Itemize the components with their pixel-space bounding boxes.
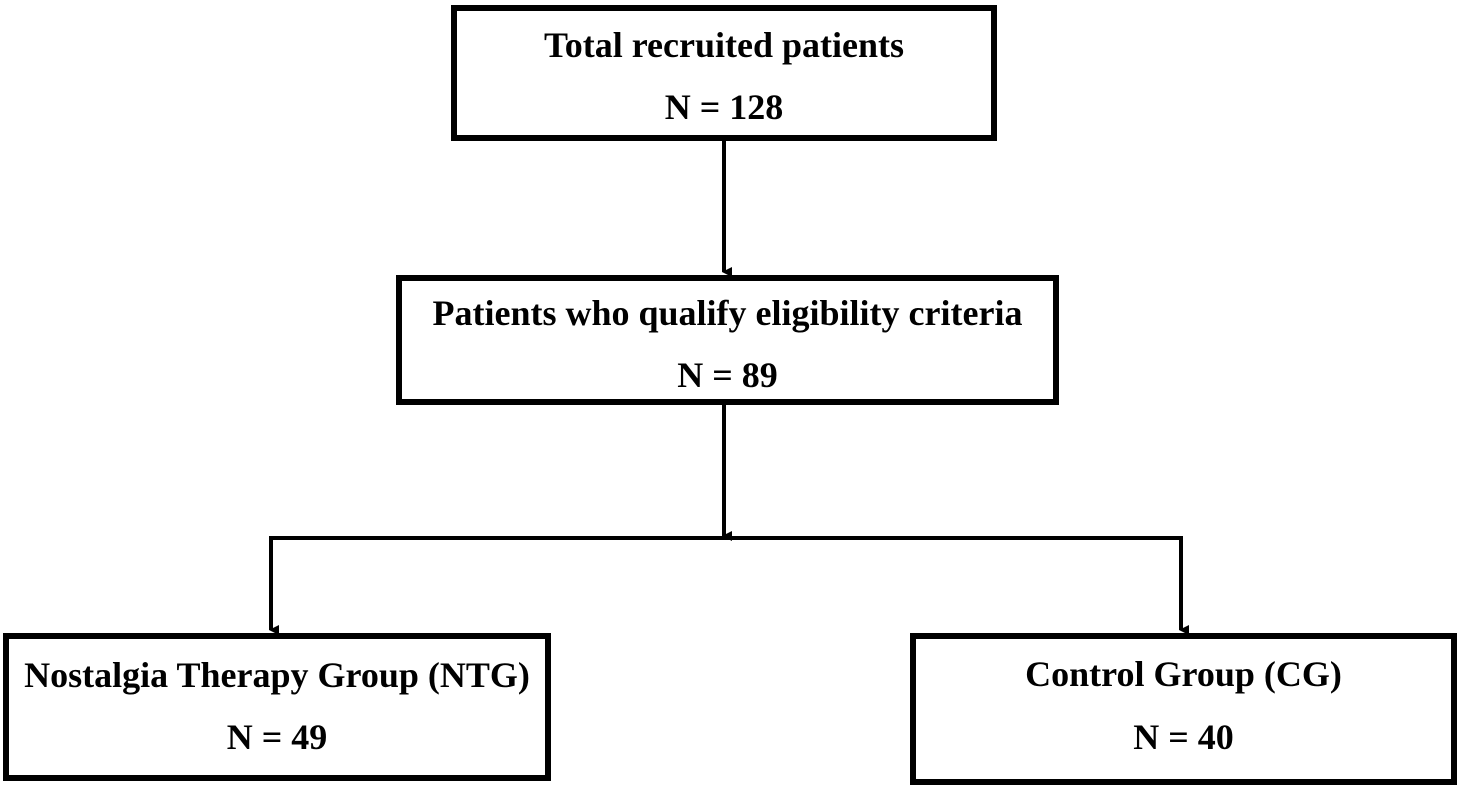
eligible-patients-title: Patients who qualify eligibility criteri… bbox=[432, 293, 1023, 333]
total-recruited-title: Total recruited patients bbox=[544, 25, 904, 65]
cg-title: Control Group (CG) bbox=[1025, 654, 1342, 694]
eligible-patients-count: N = 89 bbox=[677, 355, 778, 395]
ntg-count: N = 49 bbox=[226, 717, 328, 757]
eligible-patients-box: Patients who qualify eligibility criteri… bbox=[396, 275, 1059, 405]
ntg-title: Nostalgia Therapy Group (NTG) bbox=[24, 655, 530, 695]
total-recruited-count: N = 128 bbox=[664, 87, 784, 127]
total-recruited-box: Total recruited patients N = 128 bbox=[451, 5, 997, 141]
cg-count: N = 40 bbox=[1133, 717, 1234, 757]
cg-box: Control Group (CG) N = 40 bbox=[910, 633, 1457, 785]
ntg-box: Nostalgia Therapy Group (NTG) N = 49 bbox=[3, 633, 551, 781]
